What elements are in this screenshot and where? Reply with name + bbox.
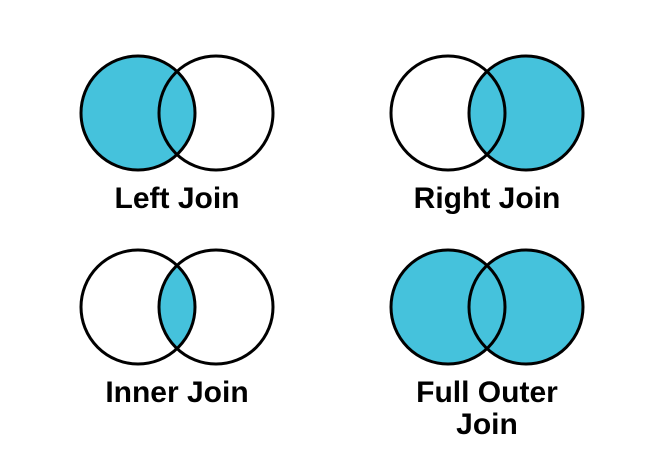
venn-inner-join-graphic — [79, 248, 275, 366]
venn-cell-left-join: Left Join — [22, 52, 332, 246]
venn-left-join-graphic — [79, 54, 275, 172]
left-circle-outline — [389, 248, 507, 366]
intersection-lens-fill — [158, 265, 196, 349]
right-circle-outline — [157, 54, 275, 172]
diagram-grid: Left Join Right Join Inner Join — [22, 52, 642, 440]
venn-cell-inner-join: Inner Join — [22, 246, 332, 440]
right-circle-outline — [157, 248, 275, 366]
right-circle-outline — [467, 54, 585, 172]
venn-full-outer-join-graphic — [389, 248, 585, 366]
venn-cell-right-join: Right Join — [332, 52, 642, 246]
diagram-label-inner-join: Inner Join — [105, 376, 249, 409]
left-circle-outline — [389, 54, 507, 172]
intersection-lens-fill — [158, 71, 196, 155]
diagram-label-left-join: Left Join — [114, 182, 240, 215]
intersection-lens-fill — [468, 265, 506, 349]
venn-right-join-graphic — [389, 54, 585, 172]
right-circle-outline — [467, 248, 585, 366]
left-circle-outline — [79, 54, 197, 172]
intersection-lens-fill — [468, 71, 506, 155]
left-circle-outline — [79, 248, 197, 366]
diagram-label-right-join: Right Join — [413, 182, 561, 215]
diagram-label-full-outer-join: Full Outer Join — [416, 376, 558, 441]
venn-cell-full-outer-join: Full Outer Join — [332, 246, 642, 440]
